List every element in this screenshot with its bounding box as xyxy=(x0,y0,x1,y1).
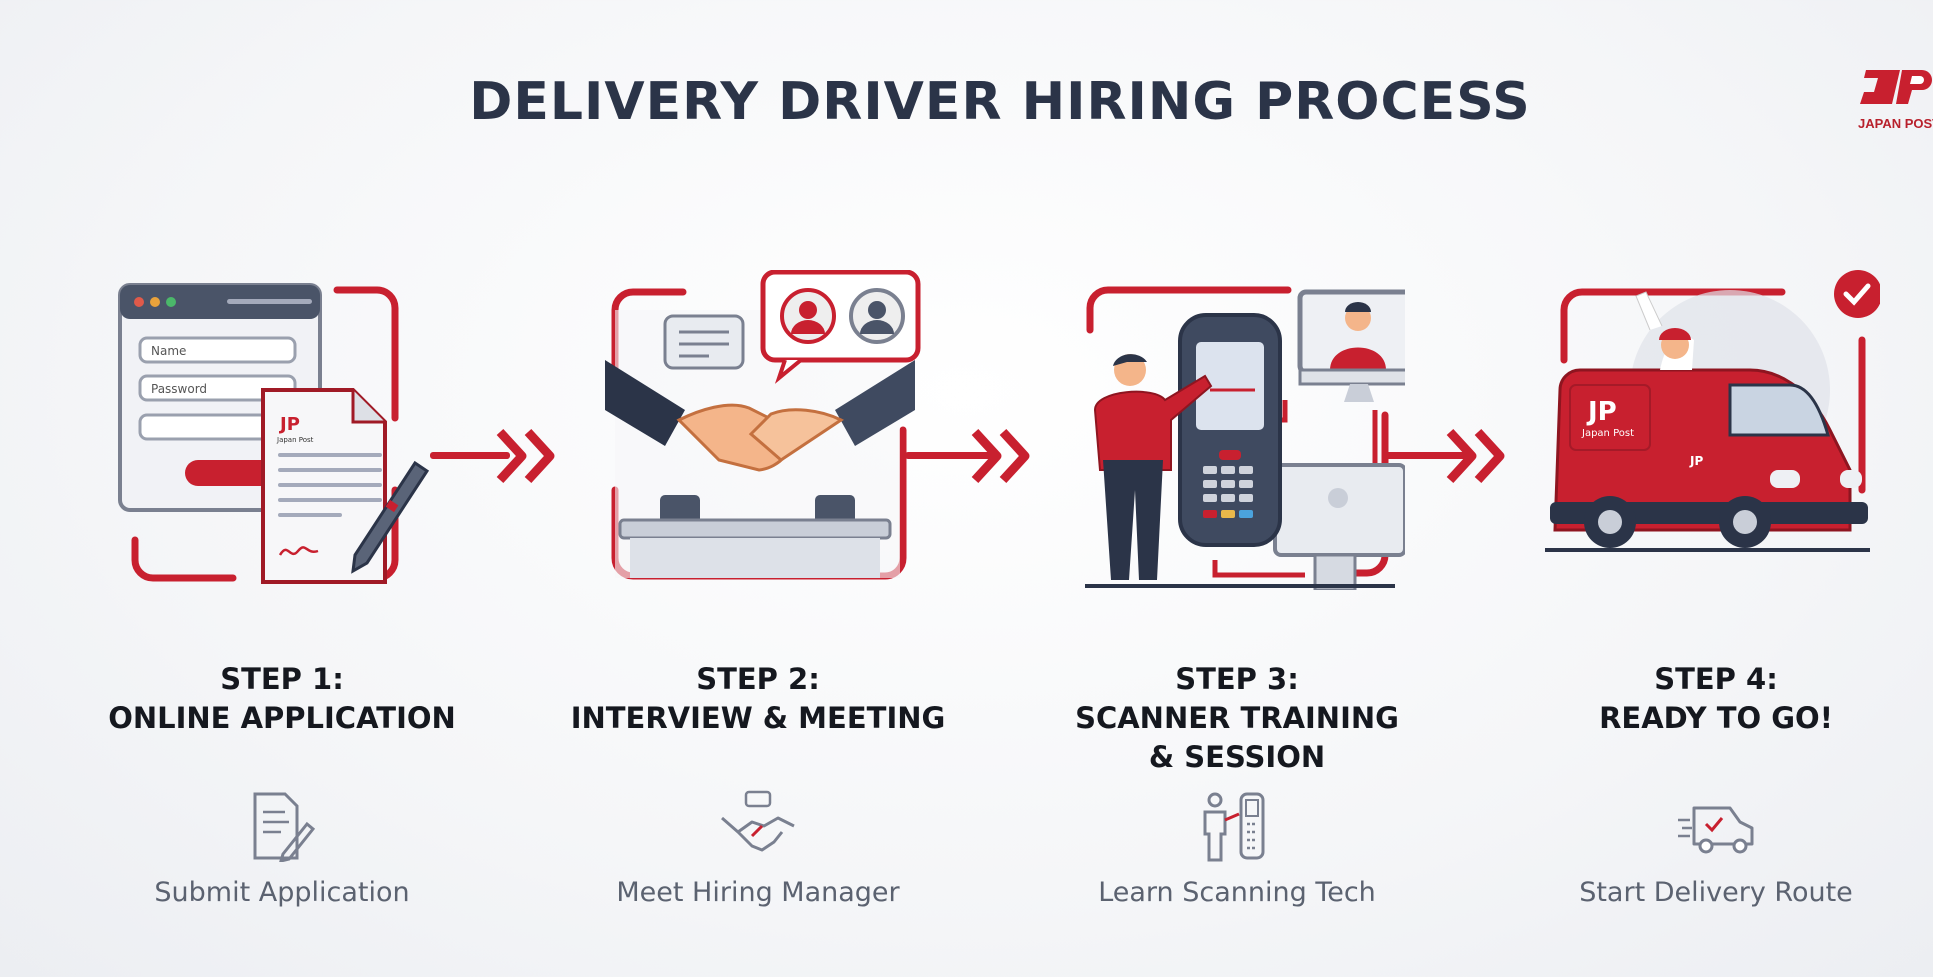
step-4-title: STEP 4:READY TO GO! xyxy=(1599,662,1833,735)
step-3-caption: Learn Scanning Tech xyxy=(1098,877,1376,908)
svg-text:JP: JP xyxy=(278,414,300,435)
svg-text:JP: JP xyxy=(1689,454,1703,468)
step-1-title: STEP 1:ONLINE APPLICATION xyxy=(108,662,456,735)
double-chevron-arrow-icon xyxy=(1446,428,1505,484)
step-3-title: STEP 3:SCANNER TRAINING& SESSION xyxy=(1075,662,1399,774)
name-field: Name xyxy=(151,344,186,358)
scanner-training-illustration xyxy=(1075,270,1421,592)
double-chevron-arrow-icon xyxy=(496,428,555,484)
delivery-van-icon xyxy=(1678,806,1754,854)
page-title: DELIVERY DRIVER HIRING PROCESS xyxy=(469,72,1531,132)
step-4-caption: Start Delivery Route xyxy=(1579,877,1853,908)
handshake-icon xyxy=(721,790,795,852)
person-scanner-icon xyxy=(1203,792,1265,862)
online-application-illustration: Name Password JP Japan Post xyxy=(115,270,445,590)
japan-post-logo: JAPAN POST xyxy=(1858,66,1933,131)
svg-text:Japan Post: Japan Post xyxy=(276,436,314,444)
svg-text:JP: JP xyxy=(1586,397,1617,427)
document-pen-icon xyxy=(253,792,316,862)
connector-line xyxy=(430,452,510,459)
password-field: Password xyxy=(151,382,207,396)
connector-line xyxy=(905,452,995,459)
interview-handshake-illustration xyxy=(595,269,925,590)
connector-line xyxy=(1385,452,1470,459)
step-1-caption: Submit Application xyxy=(154,877,410,908)
delivery-van-illustration: JP Japan Post JP xyxy=(1540,270,1882,590)
double-chevron-arrow-icon xyxy=(971,428,1030,484)
step-2-caption: Meet Hiring Manager xyxy=(616,877,900,908)
svg-text:Japan Post: Japan Post xyxy=(1581,428,1634,439)
step-2-title: STEP 2:INTERVIEW & MEETING xyxy=(570,662,946,735)
